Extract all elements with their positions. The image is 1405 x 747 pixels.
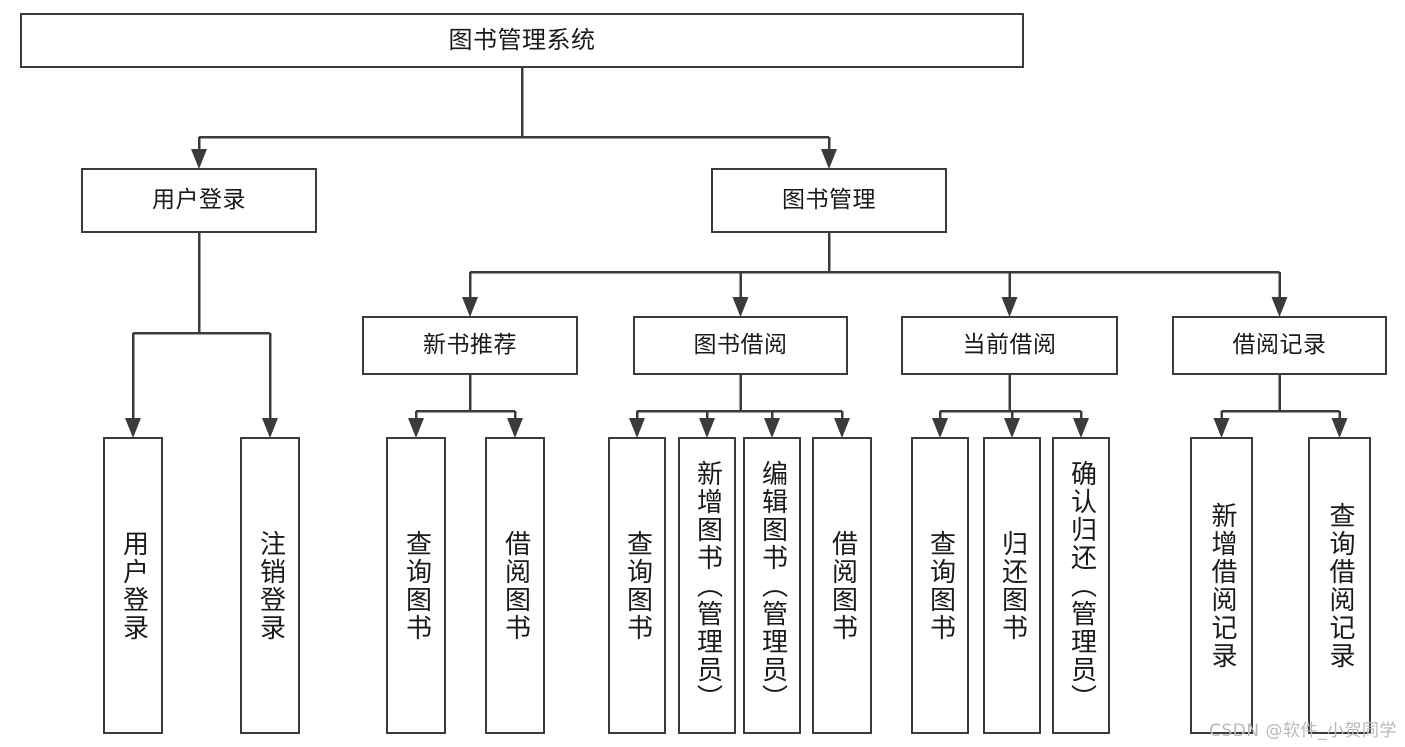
node-label: 查询图书 [622,529,653,642]
node-label: 借阅图书 [500,529,531,642]
node-leaf1: 用户登录 [103,437,163,734]
node-leaf12: 新增借阅记录 [1190,437,1253,734]
node-leaf13: 查询借阅记录 [1308,437,1371,734]
node-label: 新增借阅记录 [1207,501,1238,670]
node-leaf2: 注销登录 [240,437,300,734]
node-leaf5: 查询图书 [608,437,666,734]
node-leaf3: 查询图书 [386,437,446,734]
node-label: 注销登录 [255,529,286,642]
watermark-label: CSDN @软件_小贺同学 [1209,721,1397,741]
node-records: 借阅记录 [1172,316,1387,375]
node-borrow: 图书借阅 [633,316,848,375]
node-leaf10: 归还图书 [983,437,1041,734]
node-label: 图书管理系统 [448,26,596,55]
node-label: 查询借阅记录 [1325,501,1356,670]
node-leaf8: 借阅图书 [812,437,872,734]
node-label: 查询图书 [925,529,956,642]
node-label: 当前借阅 [962,331,1057,358]
node-label: 用户登录 [118,529,149,642]
node-label: 查询图书 [401,529,432,642]
node-leaf7: 编辑图书（管理员） [743,437,801,734]
node-label: 新书推荐 [423,331,517,358]
node-current: 当前借阅 [901,316,1118,375]
node-label: 图书借阅 [693,331,788,358]
node-newbook: 新书推荐 [362,316,578,375]
node-leaf6: 新增图书（管理员） [678,437,736,734]
node-label: 归还图书 [997,529,1028,642]
node-label: 图书管理 [782,186,876,213]
node-label: 确认归还（管理员） [1066,459,1097,712]
node-leaf4: 借阅图书 [485,437,545,734]
node-root: 图书管理系统 [20,13,1024,68]
node-label: 借阅记录 [1232,331,1327,358]
node-label: 编辑图书（管理员） [757,459,788,712]
node-bookmgmt: 图书管理 [711,168,947,233]
node-label: 用户登录 [152,186,246,213]
node-leaf11: 确认归还（管理员） [1052,437,1110,734]
node-label: 借阅图书 [827,529,858,642]
node-leaf9: 查询图书 [911,437,969,734]
node-login: 用户登录 [81,168,317,233]
node-label: 新增图书（管理员） [692,459,723,712]
